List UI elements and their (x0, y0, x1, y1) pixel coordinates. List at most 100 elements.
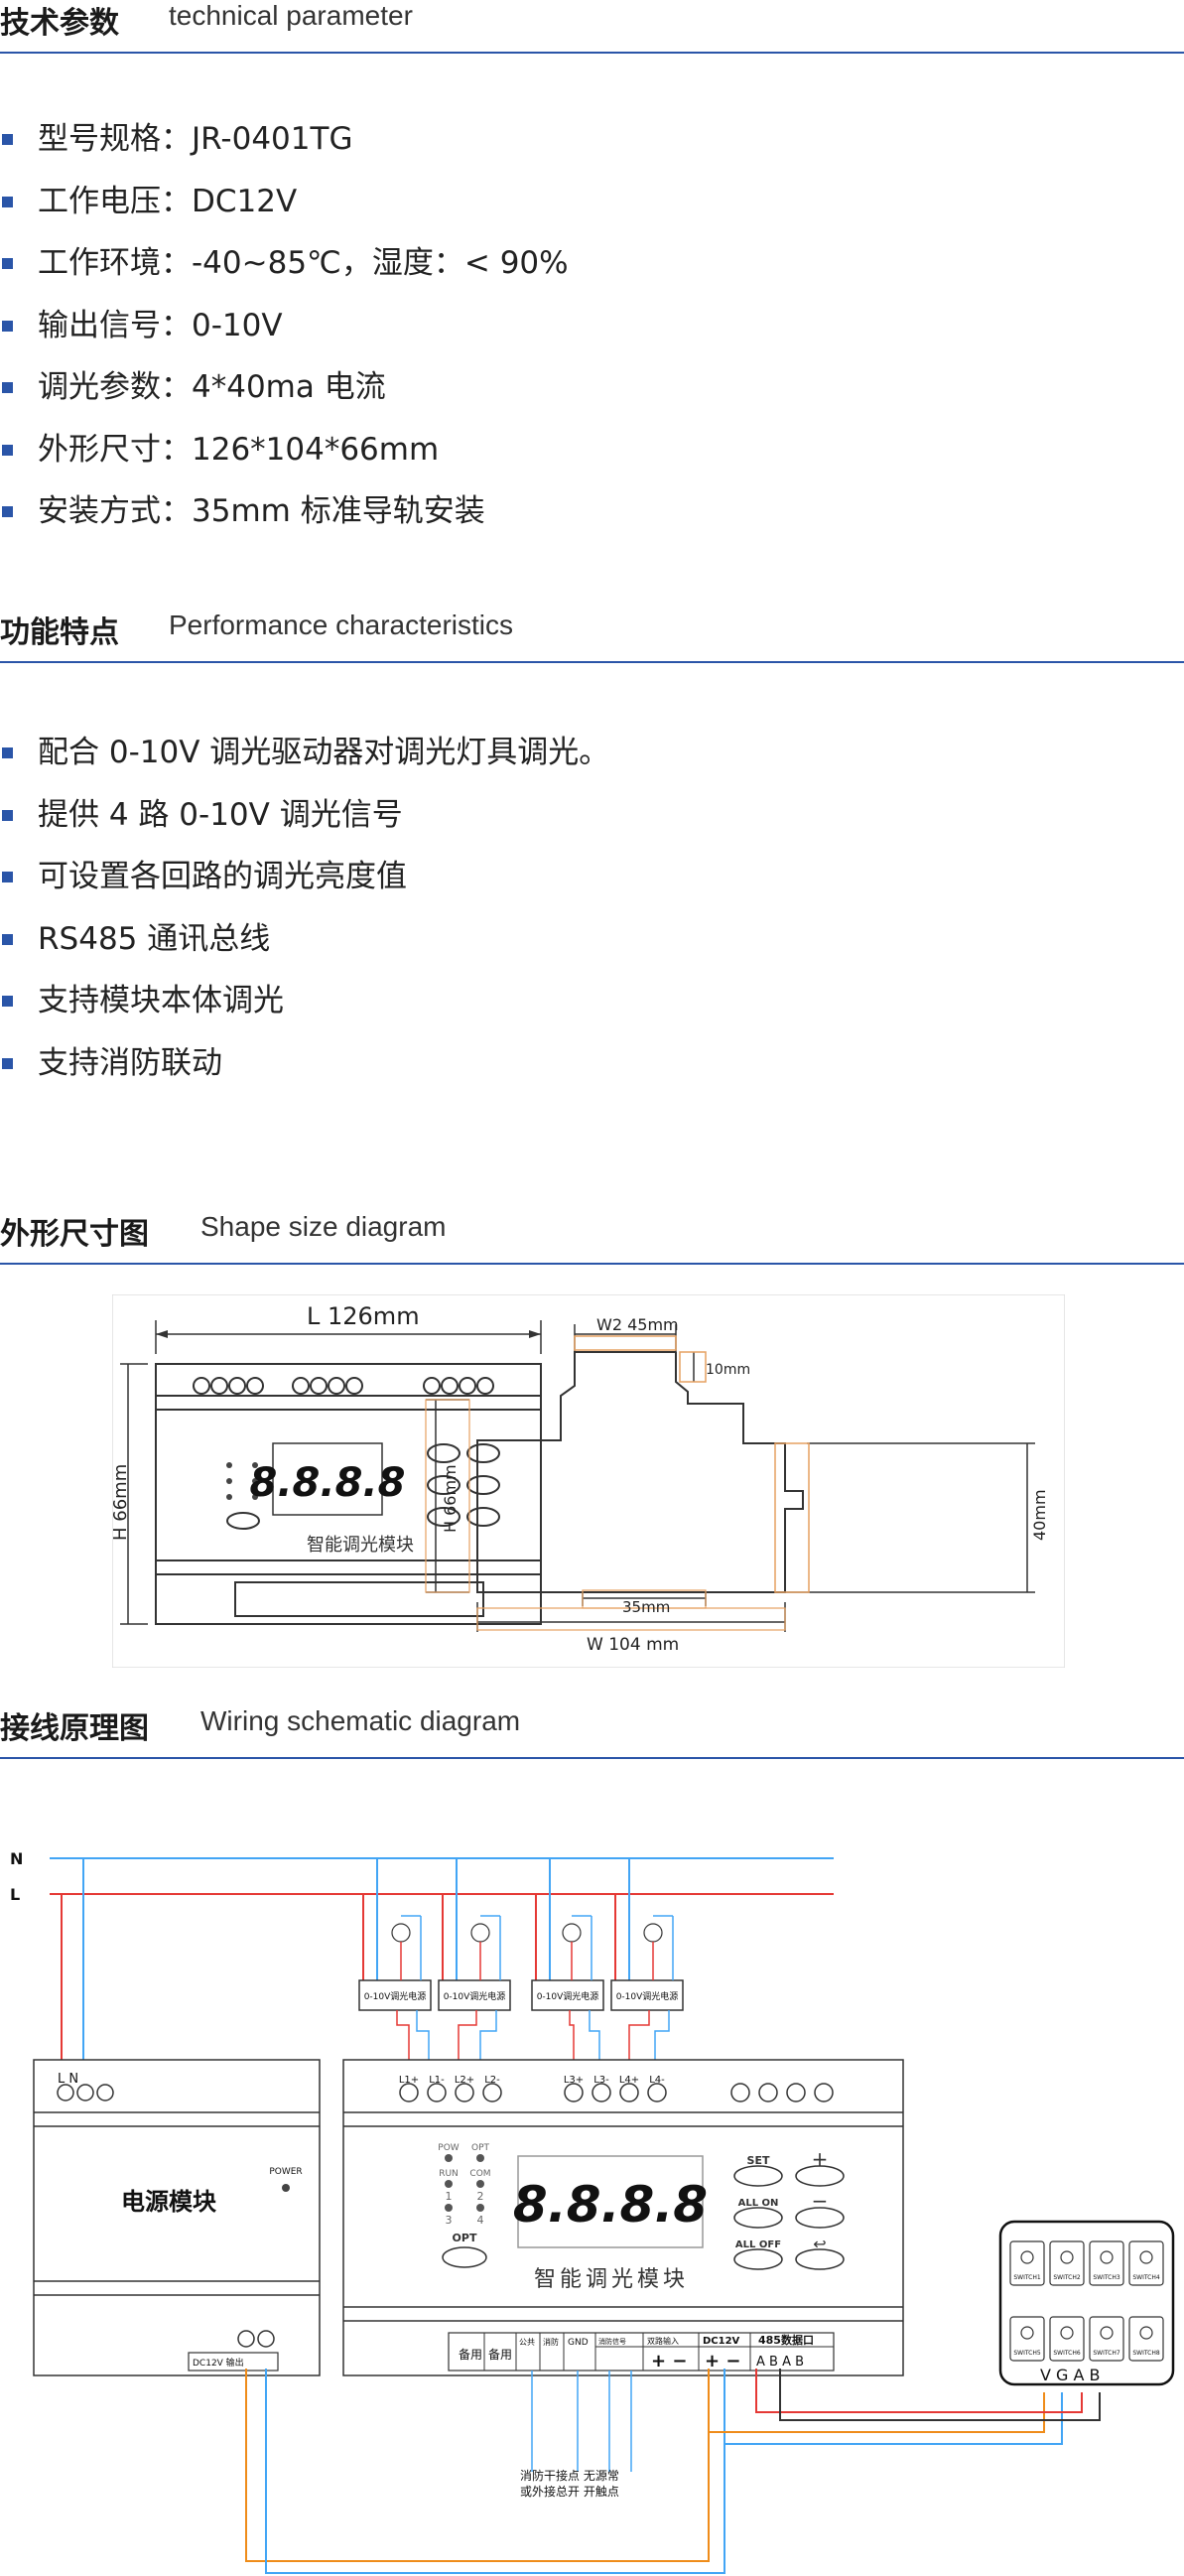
panel-button-label: SWITCH1 (1013, 2274, 1041, 2281)
svg-text:+ −: + − (705, 2351, 740, 2372)
front-height-label: H 66mm (112, 1464, 131, 1541)
output-label: L1+ (399, 2075, 419, 2086)
wiring-diagram: N L 0-10V调光电源 0-10V调光电源 0-10V调光电源 (10, 1849, 1175, 2574)
bullet-square-icon (2, 196, 13, 207)
section-title-en: Shape size diagram (200, 1211, 447, 1242)
indicator-label: COM (469, 2169, 490, 2179)
svg-text:+ −: + − (651, 2351, 687, 2372)
list-item: 配合 0-10V 调光驱动器对调光灯具调光。 (0, 733, 609, 795)
shape-size-diagram: 8.8.8.8 智能调光模块 L 126mm H 66mm W2 45mm 10… (112, 1294, 1065, 1668)
list-item: 外形尺寸：126*104*66mm (0, 430, 569, 492)
panel-button-label: SWITCH4 (1132, 2274, 1160, 2281)
bullet-square-icon (2, 444, 13, 456)
section-header-perf: 功能特点 Performance characteristics (0, 608, 1184, 663)
output-label: L2- (484, 2075, 500, 2086)
list-item: 型号规格：JR-0401TG (0, 119, 569, 182)
driver-group-2: 0-10V调光电源 (438, 1858, 511, 2011)
perf-list: 配合 0-10V 调光驱动器对调光灯具调光。 提供 4 路 0-10V 调光信号… (0, 733, 609, 1105)
indicator-label: 4 (477, 2214, 484, 2227)
list-item: 提供 4 路 0-10V 调光信号 (0, 795, 609, 858)
list-item: RS485 通讯总线 (0, 919, 609, 982)
panel-button-label: SWITCH6 (1053, 2350, 1081, 2357)
term-spare1: 备用 (459, 2348, 482, 2362)
panel-button-label: SWITCH7 (1093, 2350, 1120, 2357)
side-35-label: 35mm (622, 1598, 670, 1616)
indicator-label: POW (438, 2143, 460, 2153)
bullet-square-icon (2, 382, 13, 393)
driver-group-1: 0-10V调光电源 (358, 1858, 432, 2011)
section-header-shape: 外形尺寸图 Shape size diagram (0, 1209, 1184, 1265)
minus-label: − (812, 2189, 829, 2213)
opt-button-label: OPT (453, 2232, 477, 2244)
module-display: 8.8.8.8 (513, 2176, 708, 2234)
term-rs485: 485数据口 (758, 2333, 814, 2347)
term-abab: A B A B (756, 2355, 804, 2370)
driver-label: 0-10V调光电源 (444, 1990, 506, 2002)
output-label: L2+ (455, 2075, 474, 2086)
all-off-label: ALL OFF (735, 2239, 781, 2250)
section-title-cn: 技术参数 (0, 6, 119, 41)
list-item: 可设置各回路的调光亮度值 (0, 857, 609, 919)
bullet-square-icon (2, 506, 13, 517)
section-title-en: Wiring schematic diagram (200, 1705, 521, 1736)
list-item: 调光参数：4*40ma 电流 (0, 367, 569, 430)
driver-label: 0-10V调光电源 (537, 1990, 599, 2002)
bullet-square-icon (2, 1057, 13, 1069)
list-item: 输出信号：0-10V (0, 306, 569, 368)
side-h-label: H 66mm (441, 1464, 460, 1533)
panel-button-label: SWITCH8 (1132, 2350, 1160, 2357)
panel-button-label: SWITCH3 (1093, 2274, 1120, 2281)
section-title-en: technical parameter (169, 0, 413, 31)
term-col2: 消防 (543, 2337, 559, 2347)
power-terms-label: L N (58, 2072, 78, 2087)
section-title-en: Performance characteristics (169, 610, 514, 640)
indicator-label: 2 (477, 2190, 484, 2203)
set-label: SET (747, 2154, 770, 2167)
output-label: L3- (593, 2075, 609, 2086)
tech-list: 型号规格：JR-0401TG 工作电压：DC12V 工作环境：-40~85℃，湿… (0, 119, 569, 554)
side-40-label: 40mm (1030, 1489, 1049, 1541)
bullet-square-icon (2, 747, 13, 758)
output-label: L1- (429, 2075, 445, 2086)
panel-terms-label: V G A B (1040, 2366, 1101, 2384)
indicator-label: RUN (439, 2169, 459, 2179)
bullet-square-icon (2, 872, 13, 882)
bullet-square-icon (2, 258, 13, 269)
plus-label: + (812, 2147, 829, 2171)
term-spare2: 备用 (488, 2348, 512, 2362)
indicator-label: OPT (471, 2143, 490, 2153)
driver-label: 0-10V调光电源 (364, 1990, 427, 2002)
panel-button-label: SWITCH5 (1013, 2350, 1041, 2357)
module-name: 智能调光模块 (534, 2267, 689, 2292)
front-length-label: L 126mm (307, 1302, 420, 1330)
side-w-label: W 104 mm (587, 1635, 679, 1655)
front-display: 8.8.8.8 (250, 1460, 406, 1506)
section-title-cn: 外形尺寸图 (0, 1217, 149, 1252)
dimming-module: L1+ L1- L2+ L2- L3+ L3- L4+ L4- POW OPT … (342, 2059, 904, 2376)
bullet-square-icon (2, 996, 13, 1007)
term-col1: 公共 (519, 2338, 535, 2347)
side-view (476, 1351, 804, 1593)
front-view (155, 1363, 542, 1625)
section-header-wiring: 接线原理图 Wiring schematic diagram (0, 1703, 1184, 1759)
term-gnd: GND (568, 2338, 589, 2348)
power-module-title: 电源模块 (121, 2188, 216, 2216)
output-label: L4- (649, 2075, 665, 2086)
side-10-label: 10mm (706, 1362, 750, 1378)
line-l-label: L (10, 1885, 20, 1904)
term-col5: 双路输入 (647, 2336, 679, 2346)
power-led-label: POWER (269, 2167, 302, 2177)
output-label: L3+ (564, 2075, 584, 2086)
bullet-square-icon (2, 134, 13, 145)
power-out-label: DC12V 输出 (193, 2357, 244, 2369)
side-w2-label: W2 45mm (596, 1315, 679, 1334)
line-n-label: N (10, 1849, 23, 1868)
bullet-square-icon (2, 320, 13, 332)
all-on-label: ALL ON (738, 2198, 779, 2209)
panel-button-label: SWITCH2 (1053, 2274, 1081, 2281)
list-item: 安装方式：35mm 标准导轨安装 (0, 491, 569, 554)
bullet-square-icon (2, 809, 13, 821)
section-header-tech: 技术参数 technical parameter (0, 0, 1184, 54)
list-item: 工作环境：-40~85℃，湿度：< 90% (0, 243, 569, 306)
list-item: 工作电压：DC12V (0, 182, 569, 244)
